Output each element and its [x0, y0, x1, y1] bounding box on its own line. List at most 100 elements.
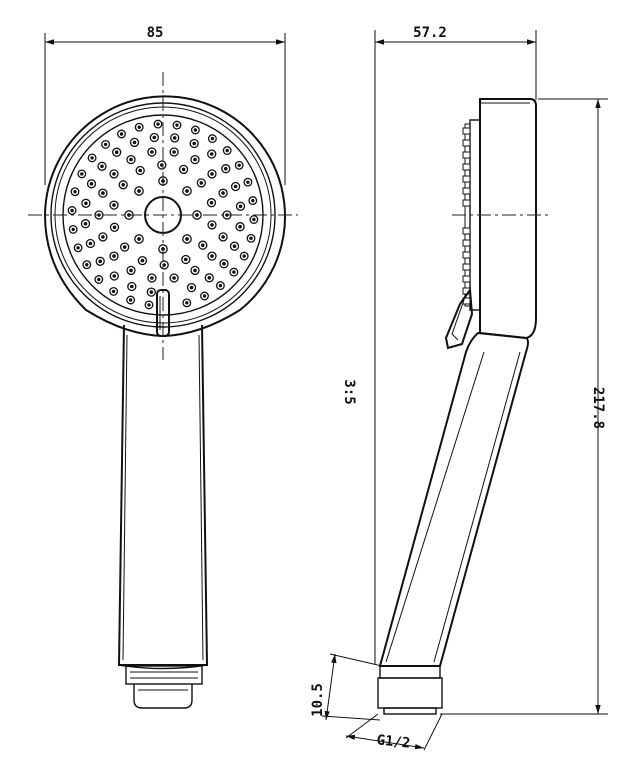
nozzle-hole: [193, 268, 197, 273]
nozzle-hole: [185, 189, 189, 193]
side-nozzle: [462, 275, 471, 283]
nozzle-hole: [101, 191, 105, 195]
nozzle-hole: [71, 227, 75, 232]
nozzle-hole: [221, 235, 225, 239]
dimension-side-depth: 57.2: [374, 25, 537, 664]
nozzle-hole: [129, 268, 133, 273]
nozzle-hole: [84, 201, 88, 206]
nozzle-hole: [222, 261, 226, 266]
nozzle-hole: [73, 190, 77, 194]
nozzle-hole: [149, 290, 154, 294]
side-nozzle: [462, 227, 471, 235]
nozzle-hole: [209, 152, 214, 156]
nozzle-hole: [137, 125, 141, 129]
side-view: 57.2 217.8 3:5: [310, 25, 608, 752]
nozzle-hole: [111, 289, 116, 294]
nozzle-hole: [193, 157, 197, 162]
nozzle-hole: [242, 254, 246, 258]
nozzle-hole: [132, 140, 137, 145]
nozzle-hole: [210, 172, 214, 176]
nozzle-hole: [121, 183, 125, 187]
nozzle-hole: [112, 172, 116, 176]
nozzle-hole: [70, 208, 74, 213]
nozzle-hole: [221, 191, 225, 195]
dim-label-side-depth: 57.2: [413, 25, 447, 41]
nozzle-hole: [101, 235, 105, 239]
nozzle-hole: [119, 132, 124, 136]
nozzle-hole: [202, 294, 207, 298]
side-nozzle: [462, 239, 471, 247]
nozzle-hole: [172, 150, 176, 154]
nozzle-hole: [100, 164, 104, 169]
nozzle-hole: [238, 204, 243, 209]
nozzle-hole: [112, 203, 116, 207]
nozzle-hole: [150, 276, 154, 280]
nozzle-hole: [209, 200, 214, 205]
side-nozzle: [462, 199, 471, 207]
dim-label-thread-length: 10.5: [310, 683, 326, 717]
nozzle-hole: [251, 198, 255, 203]
nozzle-hole: [90, 156, 94, 160]
nozzle-hole: [210, 254, 214, 258]
nozzle-hole: [129, 157, 133, 162]
nozzle-hole: [88, 241, 93, 246]
side-nozzle: [462, 151, 471, 159]
nozzle-hole: [85, 263, 89, 267]
nozzle-hole: [112, 254, 116, 258]
nozzle-hole: [140, 258, 145, 263]
nozzle-hole: [249, 236, 253, 240]
nozzle-hole: [112, 225, 117, 230]
nozzle-hole: [103, 142, 108, 147]
front-handle: [117, 324, 209, 670]
side-head: [464, 98, 537, 340]
dimension-thread-length: 10.5: [310, 653, 383, 721]
dim-label-front-width: 85: [147, 25, 164, 41]
nozzle-hole: [218, 283, 223, 288]
nozzle-hole: [184, 257, 188, 262]
nozzle-hole: [246, 180, 250, 184]
nozzle-hole: [233, 184, 238, 189]
dim-label-total-height: 217.8: [590, 387, 606, 429]
side-nozzle: [462, 139, 471, 147]
nozzle-hole: [147, 303, 151, 307]
nozzle-hole: [150, 150, 154, 154]
nozzle-hole: [114, 150, 119, 154]
nozzle-hole: [97, 277, 101, 282]
nozzle-hole: [181, 167, 186, 172]
nozzle-hole: [185, 301, 189, 305]
side-nozzle: [462, 175, 471, 183]
nozzle-hole: [238, 224, 242, 229]
nozzle-hole: [80, 172, 84, 176]
side-nozzle: [462, 187, 471, 195]
front-connector: [125, 665, 203, 709]
dim-label-thread-size: G1/2: [376, 732, 411, 751]
nozzle-hole: [192, 141, 196, 146]
side-nozzle: [462, 251, 471, 259]
side-nozzle: [462, 263, 471, 271]
nozzle-hole: [137, 237, 141, 241]
nozzle-hole: [237, 163, 241, 167]
nozzle-hole: [138, 168, 142, 173]
nozzle-hole: [185, 237, 189, 241]
nozzle-hole: [156, 122, 160, 126]
nozzle-hole: [210, 223, 214, 227]
side-nozzle: [462, 127, 471, 135]
side-connector: [377, 665, 443, 715]
dim-label-handle-length: 3:5: [341, 379, 357, 404]
side-nozzle-stubs: [462, 127, 471, 305]
nozzle-hole: [189, 285, 194, 290]
side-lever: [444, 287, 474, 350]
nozzle-hole: [201, 243, 205, 247]
nozzle-hole: [232, 270, 236, 274]
nozzle-hole: [76, 246, 80, 250]
nozzle-hole: [89, 182, 94, 186]
front-view: 85: [28, 25, 298, 709]
nozzle-hole: [152, 135, 157, 140]
nozzle-hole: [172, 136, 177, 140]
nozzle-hole: [122, 245, 127, 249]
front-head: [43, 95, 286, 338]
nozzle-hole: [252, 217, 256, 222]
nozzle-hole: [225, 213, 229, 217]
nozzle-hole: [175, 123, 179, 127]
